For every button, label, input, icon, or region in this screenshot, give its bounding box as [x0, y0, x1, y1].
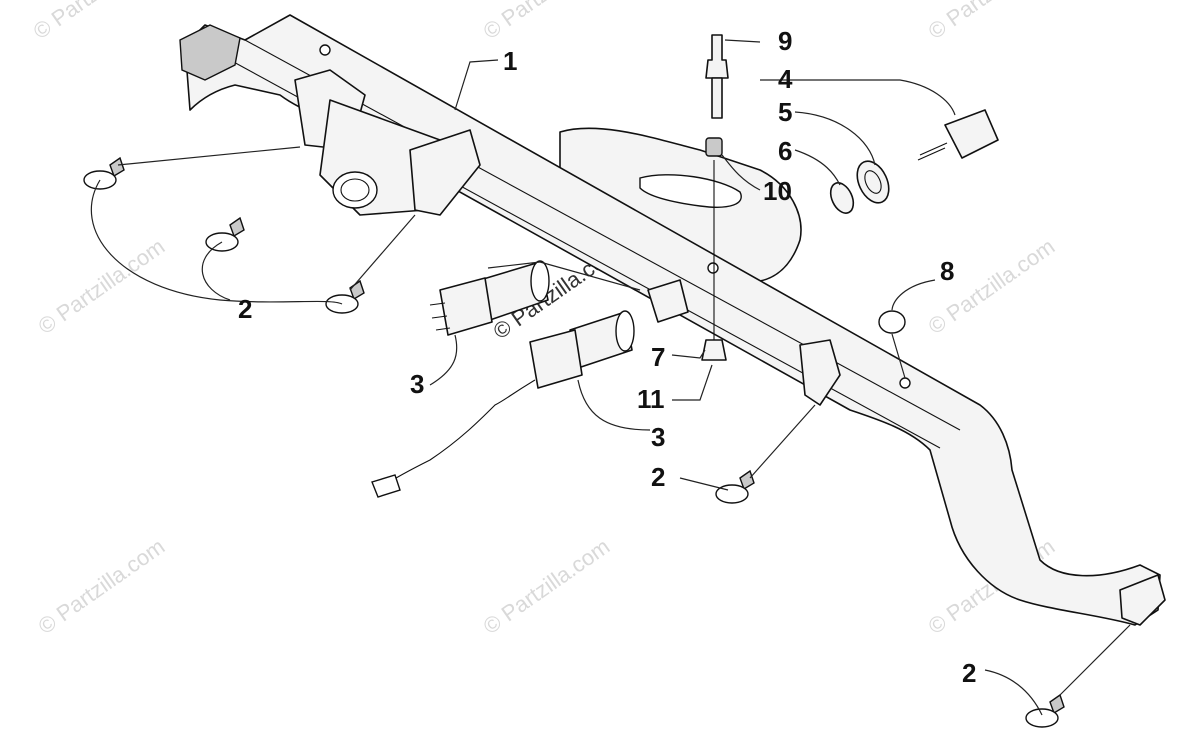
watermark: © Partzilla.com — [924, 0, 1060, 44]
screw — [1025, 693, 1065, 728]
ignition-nut — [829, 182, 855, 214]
ignition-cap — [856, 160, 890, 204]
ignition-shaft — [701, 34, 729, 361]
callout-1: 1 — [503, 46, 517, 76]
callout-4: 4 — [778, 64, 793, 94]
callout-3-lower: 3 — [651, 422, 665, 452]
callout-3-upper: 3 — [410, 369, 424, 399]
callout-9: 9 — [778, 26, 792, 56]
screw — [205, 216, 245, 252]
leader-lines — [90, 39, 1131, 716]
watermark: © Partzilla.com — [29, 0, 165, 44]
switch-lower — [371, 310, 635, 498]
callout-2-center: 2 — [651, 462, 665, 492]
switch-bezel — [647, 279, 689, 323]
callout-5: 5 — [778, 97, 792, 127]
key — [917, 109, 999, 161]
watermark: © Partzilla.com — [479, 534, 615, 640]
watermark: © Partzilla.com — [34, 534, 170, 640]
screw — [325, 279, 365, 314]
hole-plug — [878, 310, 906, 334]
watermark: © Partzilla.com — [479, 0, 615, 44]
switch-upper — [429, 260, 550, 336]
callout-8: 8 — [940, 256, 954, 286]
callout-7: 7 — [651, 342, 665, 372]
callout-10: 10 — [763, 176, 792, 206]
screw-group — [83, 156, 1065, 728]
screw — [83, 156, 125, 190]
watermark: © Partzilla.com — [924, 234, 1060, 340]
callout-6: 6 — [778, 136, 792, 166]
screw — [715, 469, 755, 504]
dash-housing — [179, 14, 1166, 626]
callout-11: 11 — [637, 384, 665, 414]
callout-2-right: 2 — [962, 658, 976, 688]
callout-2-left: 2 — [238, 294, 252, 324]
watermark: © Partzilla.com — [34, 234, 170, 340]
callout-labels: 1 2 2 2 3 3 4 5 6 7 8 9 10 11 — [238, 26, 976, 688]
